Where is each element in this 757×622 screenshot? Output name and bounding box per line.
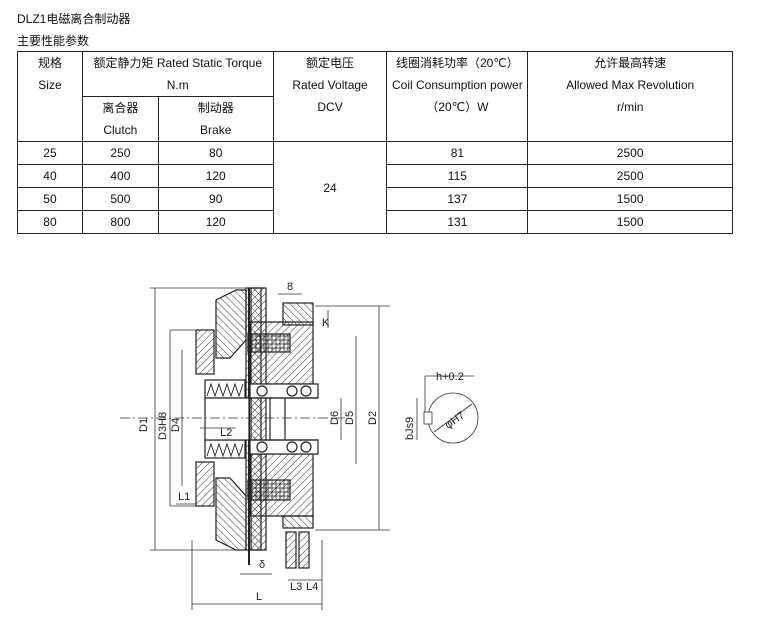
table-cell: 40: [17, 164, 83, 188]
table-cell: 1500: [527, 210, 733, 234]
table-cell: 2500: [527, 164, 733, 188]
table-cell: 115: [386, 164, 529, 188]
label-d1: D1: [138, 418, 150, 432]
dimension-lines: [120, 287, 479, 610]
label-d6: D6: [329, 411, 341, 425]
page-title: DLZ1电磁离合制动器: [17, 12, 131, 26]
label-8: 8: [287, 281, 293, 293]
label-phi: φH7: [443, 410, 467, 432]
label-l2: L2: [220, 427, 232, 439]
label-k: K: [322, 317, 330, 329]
section-title: 主要性能参数: [17, 34, 90, 48]
label-d4: D4: [170, 418, 182, 432]
label-l: L: [256, 591, 262, 603]
table-cell: 137: [386, 187, 529, 211]
table-cell: 131: [386, 210, 529, 234]
table-cell: 25: [17, 141, 83, 165]
table-cell: 800: [81, 210, 159, 234]
label-d5: D5: [344, 411, 356, 425]
cross-section: [195, 287, 319, 569]
label-l4: L4: [306, 581, 318, 593]
voltage-value: 24: [272, 141, 388, 234]
table-cell: 400: [81, 164, 159, 188]
label-h: h+0.2: [436, 371, 464, 383]
label-l3: L3: [290, 581, 302, 593]
table-cell: 120: [157, 210, 274, 234]
table-cell: 50: [17, 187, 83, 211]
label-l1: L1: [178, 491, 190, 503]
label-d3: D3H8: [157, 412, 169, 440]
label-d2: D2: [367, 411, 379, 425]
table-cell: 80: [17, 210, 83, 234]
label-delta: δ: [259, 559, 265, 571]
table-cell: 250: [81, 141, 159, 165]
label-b: bJs9: [404, 417, 416, 440]
